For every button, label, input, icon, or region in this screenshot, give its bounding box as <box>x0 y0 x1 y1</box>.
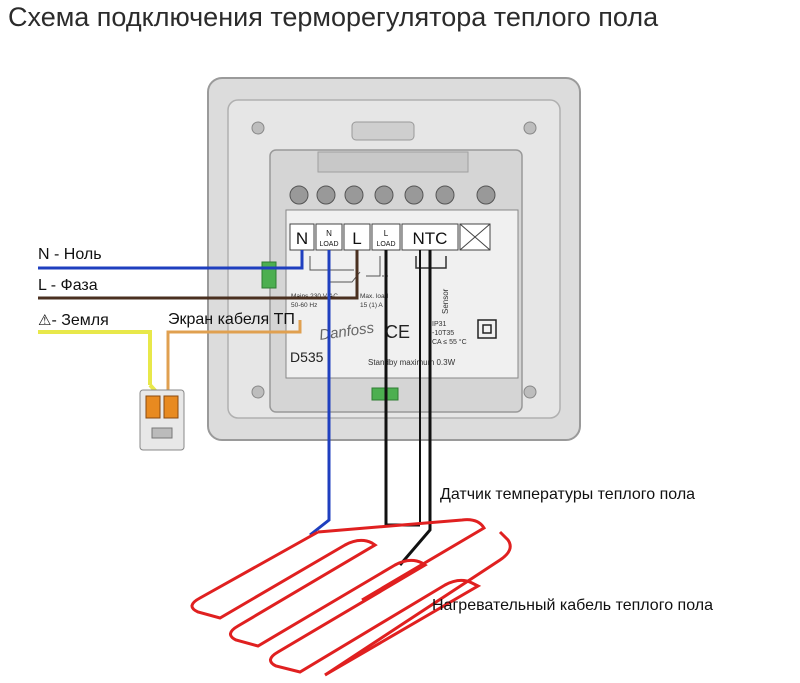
earth-label-text: - Земля <box>51 312 109 329</box>
page-title: Схема подключения терморегулятора теплог… <box>8 2 659 32</box>
sensor-wire <box>398 250 432 566</box>
cable-label: Нагревательный кабель теплого пола <box>432 597 713 614</box>
screw-hole <box>251 385 265 399</box>
screw-hole <box>523 121 537 135</box>
phase-label: L - Фаза <box>38 277 98 294</box>
heating-cable <box>317 518 512 677</box>
warning-icon: ⚠ <box>38 312 52 329</box>
neutral-label: N - Ноль <box>38 246 102 263</box>
max-load-text: Max. load <box>360 293 389 300</box>
terminal-n: N <box>296 229 308 248</box>
screw-hole <box>251 121 265 135</box>
terminal-ntc: NTC <box>413 229 448 248</box>
terminal-n-load-sub: LOAD <box>319 241 338 248</box>
ce-mark: CE <box>385 322 410 342</box>
sensor-text: Sensor <box>441 288 450 314</box>
earth-wire <box>38 330 152 385</box>
n-load-wire <box>309 250 331 537</box>
ip-temp-text: CA ≤ 55 °C <box>432 338 467 346</box>
model-number: D535 <box>290 349 324 365</box>
side-latch <box>261 261 277 289</box>
sensor-label: Датчик температуры теплого пола <box>440 486 696 503</box>
top-clip <box>351 121 415 141</box>
shield-wire <box>166 320 302 396</box>
double-insulation-icon <box>477 319 497 339</box>
shield-label: Экран кабеля ТП <box>168 311 295 328</box>
max-load-value: 15 (1) A <box>360 302 383 309</box>
terminal-l-load: L <box>384 229 389 238</box>
mains-hz-text: 50-60 Hz <box>291 302 317 309</box>
heating-cable <box>190 530 482 677</box>
rear-housing-top <box>317 151 469 173</box>
terminal-l-load-sub: LOAD <box>376 241 395 248</box>
terminal-screws <box>289 185 496 205</box>
terminal-n-load: N <box>326 229 332 238</box>
screw-hole <box>523 385 537 399</box>
ip-text: IP31 <box>432 321 447 328</box>
wago-connector <box>139 389 185 451</box>
terminal-l: L <box>352 229 361 248</box>
standby-text: Standby maximum 0.3W <box>368 358 456 367</box>
earth-label: ⚠- Земля <box>38 311 109 330</box>
phase-wire <box>38 250 359 300</box>
neutral-wire <box>38 250 304 270</box>
ip-range-text: -10T35 <box>432 330 454 337</box>
